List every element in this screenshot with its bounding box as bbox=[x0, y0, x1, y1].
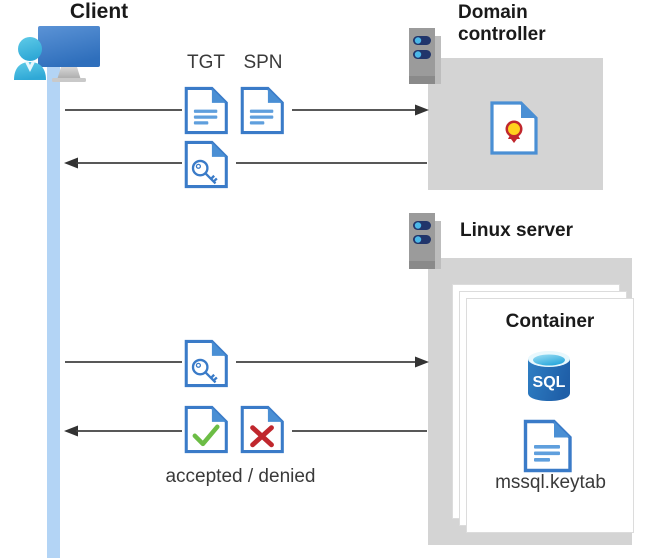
server-rack-icon bbox=[409, 28, 441, 84]
server-rack-icon bbox=[409, 213, 441, 269]
service-ticket-key-document-icon bbox=[184, 140, 229, 189]
container-card-front bbox=[466, 298, 634, 533]
client-computer-user-icon bbox=[8, 22, 118, 92]
accepted-denied-label: accepted / denied bbox=[165, 466, 316, 487]
client-lifeline bbox=[47, 60, 60, 558]
dc-title-line1: Domain bbox=[458, 2, 528, 23]
tgt-label: TGT bbox=[187, 52, 225, 73]
service-ticket-key-document-icon bbox=[184, 339, 229, 388]
spn-label: SPN bbox=[243, 52, 283, 73]
container-title: Container bbox=[505, 311, 595, 332]
tgt-document-icon bbox=[184, 86, 229, 135]
keytab-filename-label: mssql.keytab bbox=[495, 472, 606, 493]
spn-document-icon bbox=[240, 86, 285, 135]
linux-server-title: Linux server bbox=[460, 220, 573, 241]
denied-cross-document-icon bbox=[240, 405, 285, 454]
accepted-check-document-icon bbox=[184, 405, 229, 454]
certificate-document-icon bbox=[490, 101, 538, 155]
sql-label: SQL bbox=[533, 374, 566, 391]
client-title: Client bbox=[69, 0, 129, 23]
dc-title-line2: controller bbox=[458, 24, 546, 46]
sql-database-icon: SQL bbox=[523, 349, 575, 403]
keytab-document-icon bbox=[523, 419, 573, 473]
